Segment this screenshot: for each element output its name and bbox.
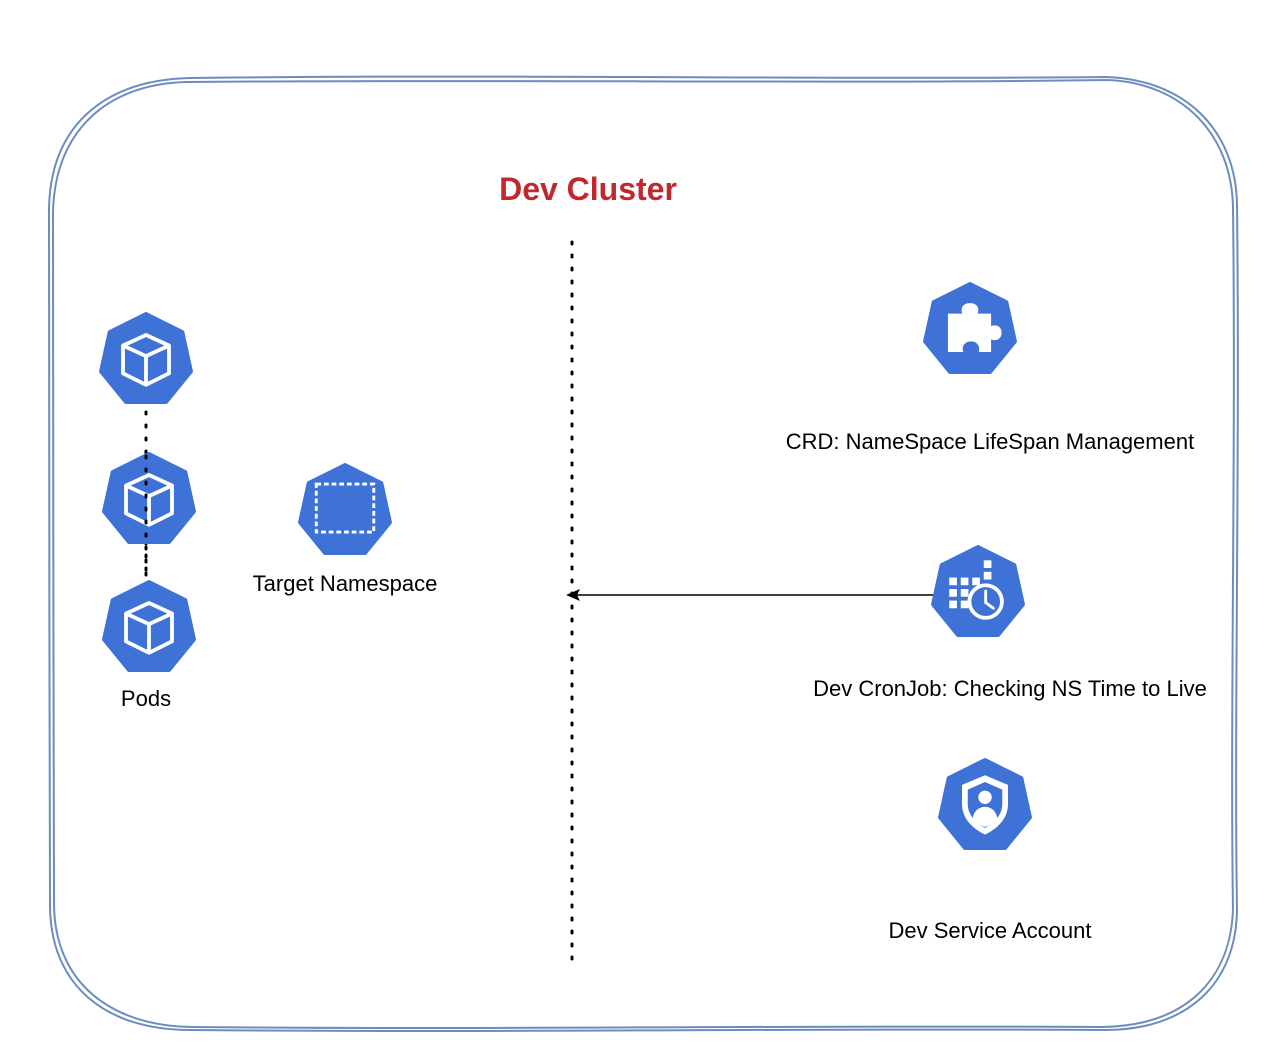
pod-icon: [99, 312, 193, 404]
cronjob-label: Dev CronJob: Checking NS Time to Live: [813, 676, 1207, 701]
pod-icon: [102, 452, 196, 544]
crd-puzzle-icon: [923, 282, 1017, 374]
service-account-shield-icon: [938, 758, 1032, 850]
cluster-boundary: [47, 75, 1239, 1032]
cronjob-to-namespace-arrow: [566, 589, 955, 601]
pod-icon: [102, 580, 196, 672]
crd-label: CRD: NameSpace LifeSpan Management: [785, 429, 1195, 454]
pods-label: Pods: [120, 686, 172, 711]
pods-connector-overlay: [144, 454, 148, 578]
namespace-icon: [298, 463, 392, 555]
service-account-label: Dev Service Account: [888, 918, 1092, 943]
cronjob-clock-icon: [931, 545, 1025, 637]
target-namespace-label: Target Namespace: [252, 571, 438, 596]
cluster-title: Dev Cluster: [499, 171, 677, 207]
